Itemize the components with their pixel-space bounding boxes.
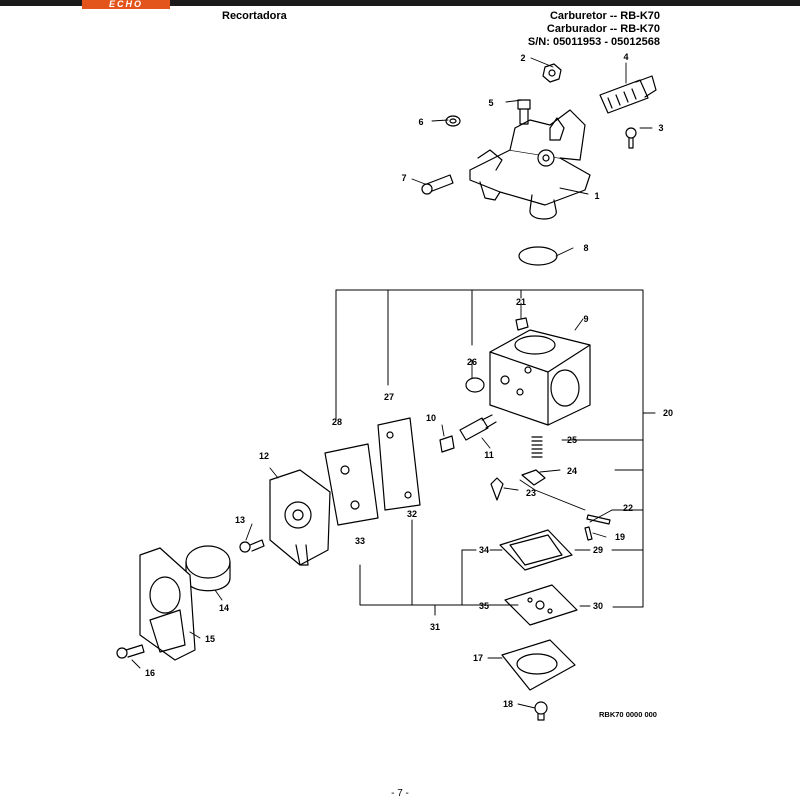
callout-4: 4 [623, 52, 628, 62]
part-29-gasket [499, 529, 573, 571]
kit-bracket-lines [335, 289, 656, 616]
part-22-shaft [586, 514, 611, 525]
part-21-plug [515, 317, 529, 331]
callout-34: 34 [479, 545, 489, 555]
part-16-screw [116, 644, 145, 659]
callout-16: 16 [145, 668, 155, 678]
part-30-metering-diaphragm [504, 584, 578, 626]
callout-27: 27 [384, 392, 394, 402]
callout-24: 24 [567, 466, 577, 476]
title-english: Carburetor -- RB-K70 [549, 10, 660, 22]
product-name: Recortadora [222, 10, 287, 22]
part-10-plug [439, 435, 455, 453]
part-2-nut [542, 63, 562, 83]
callout-labels: 1 2 3 4 5 6 7 8 9 10 11 12 13 14 15 16 1… [145, 52, 673, 719]
part-25-spring [531, 436, 543, 458]
part-11-screw [459, 414, 497, 441]
callout-21: 21 [516, 297, 526, 307]
part-13-screw [239, 539, 265, 553]
part-9-carburetor-body [489, 329, 591, 426]
callout-22: 22 [623, 503, 633, 513]
page-number: - 7 - [391, 788, 409, 799]
serial-number-range: S/N: 05011953 - 05012568 [527, 36, 660, 48]
part-1-carburetor-body [469, 109, 591, 220]
part-7-screw [421, 174, 454, 195]
callout-19: 19 [615, 532, 625, 542]
callout-2: 2 [520, 53, 525, 63]
part-23-needle-valve [490, 477, 504, 501]
brand-logo: ECHO [82, 0, 170, 9]
callout-8: 8 [583, 243, 588, 253]
callout-32: 32 [407, 509, 417, 519]
callout-20: 20 [663, 408, 673, 418]
title-spanish: Carburador -- RB-K70 [546, 23, 660, 35]
callout-31: 31 [430, 622, 440, 632]
callout-25: 25 [567, 435, 577, 445]
callout-11: 11 [484, 450, 494, 460]
part-27-gasket [377, 417, 421, 511]
callout-30: 30 [593, 601, 603, 611]
part-19-pin [584, 526, 593, 541]
diagram-reference-code: RBK70 0000 000 [599, 710, 657, 719]
part-17-diaphragm-cover [501, 639, 576, 691]
part-15-bracket-plate [139, 547, 196, 661]
page-title-block: Carburetor -- RB-K70 Carburador -- RB-K7… [528, 10, 660, 49]
callout-33: 33 [355, 536, 365, 546]
part-3-screw [625, 127, 637, 149]
part-18-screw [534, 701, 548, 721]
callout-15: 15 [205, 634, 215, 644]
part-24-lever [521, 469, 546, 486]
part-28-pump-diaphragm [324, 443, 379, 526]
callout-9: 9 [583, 314, 588, 324]
callout-28: 28 [332, 417, 342, 427]
callout-1: 1 [594, 191, 599, 201]
callout-6: 6 [418, 117, 423, 127]
callout-17: 17 [473, 653, 483, 663]
header-bar [0, 0, 800, 6]
callout-3: 3 [658, 123, 663, 133]
callout-7: 7 [401, 173, 406, 183]
callout-12: 12 [259, 451, 269, 461]
callout-26: 26 [467, 357, 477, 367]
callout-10: 10 [426, 413, 436, 423]
callout-13: 13 [235, 515, 245, 525]
part-5-pin [517, 99, 531, 125]
callout-14: 14 [219, 603, 229, 613]
callout-18: 18 [503, 699, 513, 709]
part-8-o-ring [518, 246, 558, 266]
callout-23: 23 [526, 488, 536, 498]
callout-35: 35 [479, 601, 489, 611]
part-4-adjusting-needle [599, 75, 657, 114]
part-6-washer [445, 115, 461, 127]
callout-5: 5 [488, 98, 493, 108]
callout-29: 29 [593, 545, 603, 555]
part-26-screen [465, 377, 485, 393]
part-14-primer-bulb [185, 545, 231, 592]
leader-lines [131, 57, 653, 709]
part-12-pump-cover [269, 469, 331, 566]
